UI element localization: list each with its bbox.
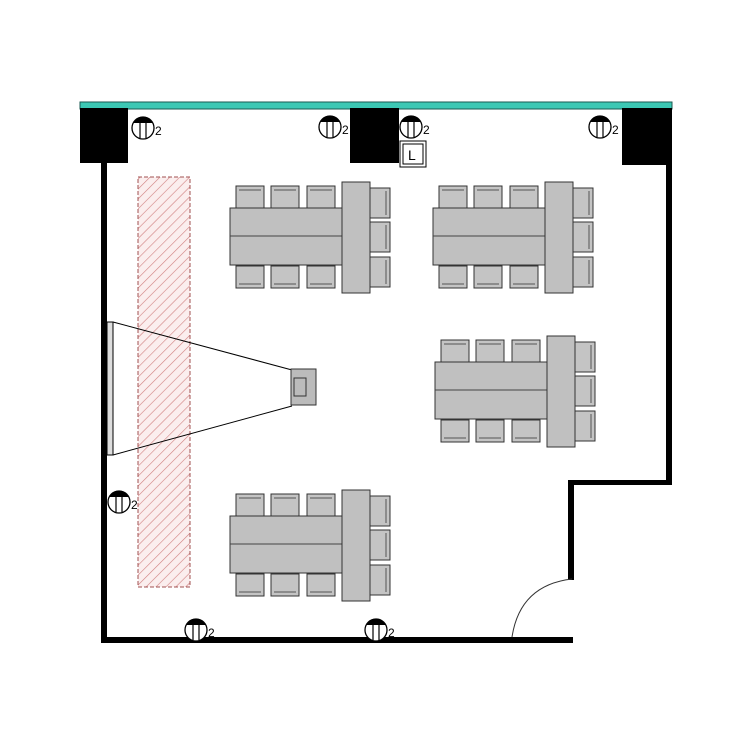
ceiling-light: 2 — [184, 617, 215, 642]
ceiling-light: 2 — [107, 489, 138, 514]
light-label: 2 — [388, 626, 395, 640]
outlet-box: L — [399, 140, 427, 168]
window-glass — [79, 101, 673, 110]
light-label: 2 — [155, 124, 162, 138]
projector[interactable] — [290, 368, 317, 406]
wall-right — [666, 108, 672, 485]
column-middle — [350, 108, 399, 163]
walls — [101, 108, 672, 643]
table-group-3[interactable] — [435, 336, 595, 447]
projection-screen — [106, 321, 114, 456]
light-label: 2 — [342, 123, 349, 137]
ceiling-light: 2 — [131, 115, 162, 140]
light-label: 2 — [208, 626, 215, 640]
ceiling-light: 2 — [399, 114, 430, 139]
door-swing[interactable] — [511, 578, 573, 638]
wall-step-horizontal — [568, 480, 672, 485]
ceiling-light: 2 — [588, 114, 619, 139]
light-label: 2 — [131, 498, 138, 512]
table-group-4[interactable] — [230, 490, 390, 601]
wall-left — [101, 108, 107, 643]
projection-line-bottom — [112, 405, 293, 456]
projection-line-top — [112, 321, 293, 371]
column-right — [622, 108, 670, 165]
hatched-zone — [137, 176, 191, 588]
outlet-label: L — [408, 147, 416, 163]
wall-bottom — [101, 637, 573, 643]
table-group-1[interactable] — [230, 182, 390, 293]
light-label: 2 — [612, 123, 619, 137]
wall-step-vertical — [568, 480, 574, 580]
ceiling-light: 2 — [318, 114, 349, 139]
light-label: 2 — [423, 123, 430, 137]
ceiling-light: 2 — [364, 617, 395, 642]
table-group-2[interactable] — [433, 182, 593, 293]
